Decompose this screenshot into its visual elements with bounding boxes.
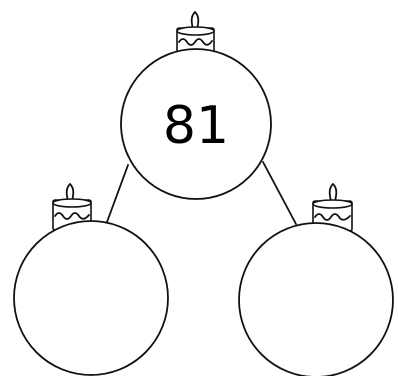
connector-right: [263, 162, 296, 224]
top-ornament: 81: [121, 12, 271, 199]
right-ornament-hook: [330, 184, 337, 201]
right-ornament: [239, 184, 393, 376]
connector-left: [107, 165, 128, 222]
left-ornament: [14, 184, 168, 375]
right-ornament-ball: [239, 223, 393, 376]
left-ornament-ball: [14, 221, 168, 375]
top-ornament-number: 81: [163, 96, 229, 156]
